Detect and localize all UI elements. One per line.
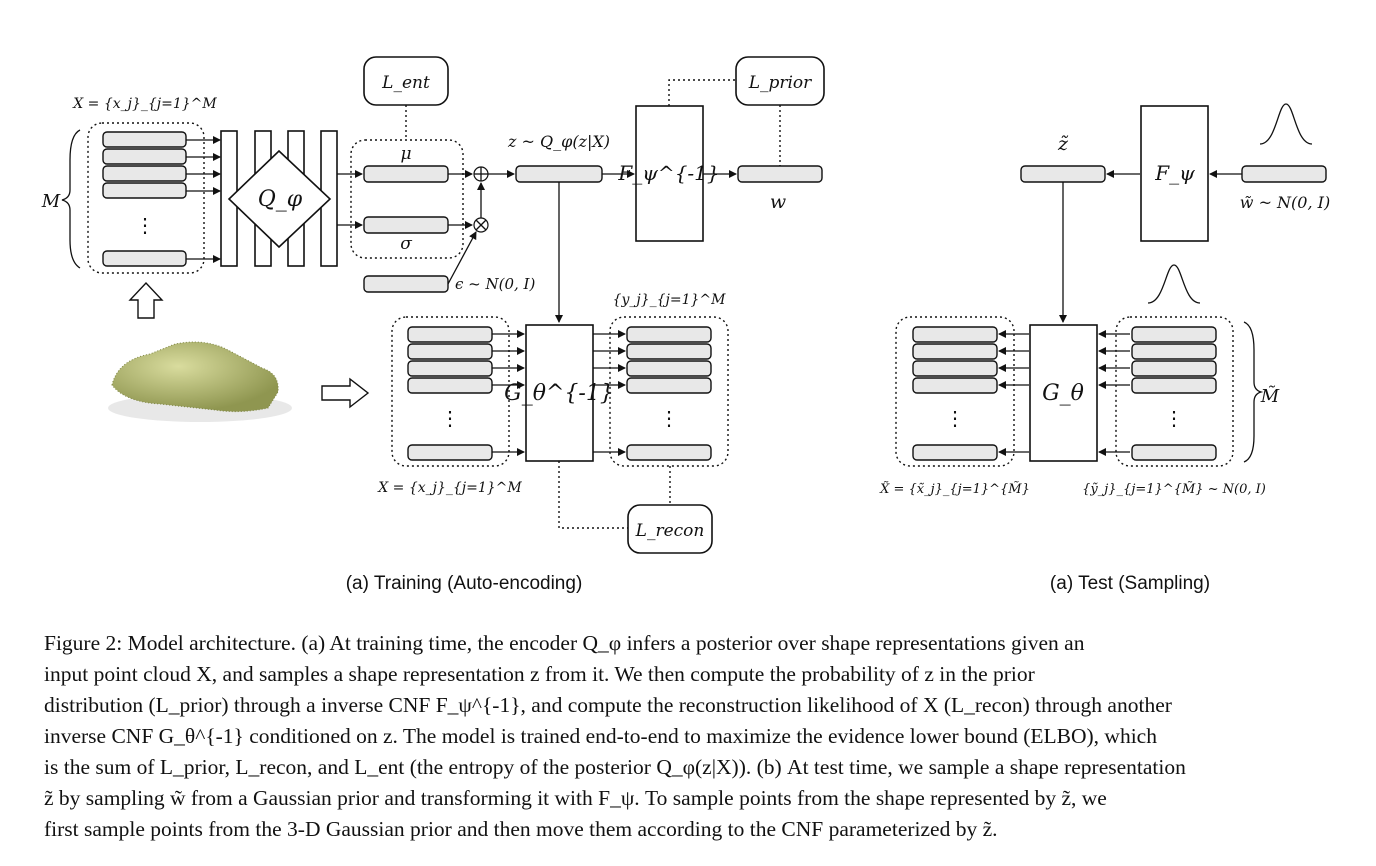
right-hollow-arrow-icon <box>321 377 370 409</box>
training-caption: (a) Training (Auto-encoding) <box>346 573 583 594</box>
point-cloud-car-image <box>108 341 292 422</box>
training-panel: X = {x_j}_{j=1}^M M ⋮ <box>41 56 825 594</box>
test-panel: z̃ F_ψ w̃ ~ N(0, I) ⋮ X̃ = {x̃_j}_{j=1}^… <box>879 103 1330 594</box>
encoder-label: Q_φ <box>258 187 303 212</box>
recon-input-ellipsis: ⋮ <box>440 406 460 430</box>
recon-output-bars <box>626 326 712 461</box>
loss-prior-label: L_prior <box>748 73 812 93</box>
point-flow-box <box>1029 324 1098 462</box>
caption-line: distribution (L_prior) through a inverse… <box>44 693 1172 717</box>
sample-set-label: {ỹ_j}_{j=1}^{M̃} ~ N(0, I) <box>1082 481 1266 497</box>
test-caption: (a) Test (Sampling) <box>1050 573 1210 594</box>
point-bar <box>102 250 187 267</box>
recon-input-set-container <box>391 316 510 467</box>
bottom-set-label: X = {x_j}_{j=1}^M <box>377 480 522 496</box>
caption-line: is the sum of L_prior, L_recon, and L_en… <box>44 755 1186 779</box>
w-label: w <box>770 191 786 213</box>
w-tilde-label: w̃ ~ N(0, I) <box>1240 193 1330 212</box>
input-set-container <box>87 122 205 274</box>
mu-bar <box>363 165 449 183</box>
generated-bars <box>912 326 998 461</box>
sample-set-container <box>1115 316 1234 467</box>
input-set-label: X = {x_j}_{j=1}^M <box>72 96 217 112</box>
recon-output-arrows <box>593 330 626 456</box>
recon-output-set-container <box>609 316 729 467</box>
gaussian-curve-icon <box>1147 264 1201 304</box>
sigma-bar <box>363 216 449 234</box>
prior-flow-inverse-label: F_ψ^{-1} <box>617 161 719 185</box>
epsilon-label: ϵ ~ N(0, I) <box>455 275 535 293</box>
test-count-label: M̃ <box>1260 385 1280 407</box>
z-label: z ~ Q_φ(z|X) <box>507 132 610 151</box>
point-bar <box>102 165 187 182</box>
z-tilde-bar <box>1020 165 1106 183</box>
count-brace <box>1243 321 1264 463</box>
loss-recon-label: L_recon <box>635 521 705 541</box>
point-bar <box>102 131 187 148</box>
z-tilde-label: z̃ <box>1057 133 1069 155</box>
sample-ellipsis: ⋮ <box>1164 406 1184 430</box>
input-point-bars <box>102 131 187 267</box>
caption-line: input point cloud X, and samples a shape… <box>44 662 1035 686</box>
recon-input-bars <box>407 326 493 461</box>
generated-set-container <box>895 316 1015 467</box>
encoder-diamond <box>227 149 332 249</box>
count-brace <box>61 129 81 269</box>
prior-flow-box <box>1140 105 1209 242</box>
gaussian-curve-icon <box>1259 103 1313 145</box>
generated-set-label: X̃ = {x̃_j}_{j=1}^{M̃} <box>879 481 1030 497</box>
point-flow-inverse-box <box>525 324 594 462</box>
input-ellipsis: ⋮ <box>135 213 155 237</box>
loss-recon-box <box>627 504 713 554</box>
epsilon-bar <box>363 275 449 293</box>
generated-arrows <box>998 330 1029 456</box>
loss-ent-label: L_ent <box>381 73 430 93</box>
prior-flow-label: F_ψ <box>1154 161 1195 185</box>
posterior-params-container <box>350 139 464 259</box>
sample-arrows <box>1098 330 1130 456</box>
sample-bars <box>1131 326 1217 461</box>
generated-ellipsis: ⋮ <box>945 406 965 430</box>
recon-output-ellipsis: ⋮ <box>659 406 679 430</box>
recon-input-arrows <box>492 330 525 456</box>
w-bar <box>737 165 823 183</box>
mu-label: μ <box>400 144 411 164</box>
count-label: M <box>41 191 61 212</box>
sigma-label: σ <box>400 234 412 254</box>
caption-line: Figure 2: Model architecture. (a) At tra… <box>44 631 1085 655</box>
caption-line: first sample points from the 3-D Gaussia… <box>44 817 998 841</box>
z-bar <box>515 165 603 183</box>
point-bar <box>102 148 187 165</box>
figure-caption: Figure 2: Model architecture. (a) At tra… <box>44 628 1334 845</box>
caption-line: z̃ by sampling w̃ from a Gaussian prior … <box>44 786 1107 810</box>
point-bar <box>102 182 187 199</box>
point-flow-label: G_θ <box>1042 381 1084 406</box>
w-tilde-bar <box>1241 165 1327 183</box>
output-set-label: {y_j}_{j=1}^M <box>613 292 727 308</box>
input-arrows <box>186 136 221 263</box>
up-hollow-arrow-icon <box>128 281 164 319</box>
caption-line: inverse CNF G_θ^{-1} conditioned on z. T… <box>44 724 1157 748</box>
architecture-figure: X = {x_j}_{j=1}^M M ⋮ <box>41 56 1330 594</box>
